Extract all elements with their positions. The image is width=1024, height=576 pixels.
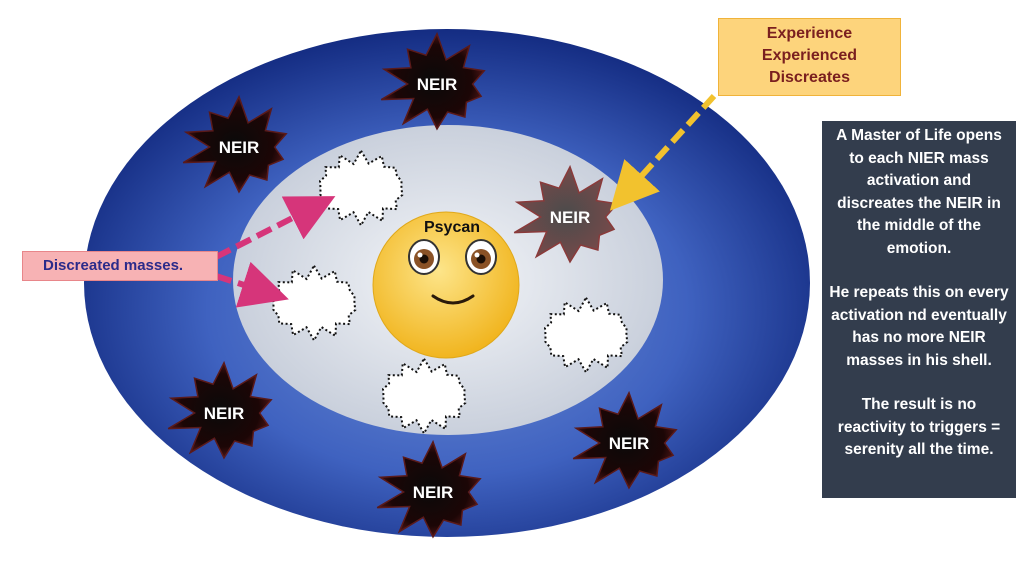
neir-label: NEIR [550, 208, 591, 227]
white-mass-upper-left [318, 148, 404, 228]
info-panel: A Master of Life opens to each NIER mass… [822, 121, 1016, 498]
experience-line: Experienced [761, 47, 858, 64]
psycan-label: Psycan [424, 219, 480, 236]
neir-burst-inner: NEIR [513, 164, 619, 264]
neir-burst-bottom: NEIR [376, 439, 482, 539]
smile-icon [431, 294, 475, 305]
neir-burst-lower-left: NEIR [167, 360, 273, 460]
neir-burst-upper-left: NEIR [182, 94, 288, 194]
experience-callout: Experience Experienced Discreates [718, 18, 901, 96]
left-eye-icon [408, 239, 440, 275]
neir-burst-top: NEIR [380, 31, 486, 131]
info-paragraph: A Master of Life opens to each NIER mass… [836, 127, 1002, 257]
white-mass-left [271, 263, 357, 343]
neir-label: NEIR [204, 404, 245, 423]
info-paragraph: The result is no reactivity to triggers … [837, 396, 1001, 458]
white-mass-right [543, 295, 629, 375]
discreated-masses-callout: Discreated masses. [22, 251, 218, 281]
pink-arrow-upper [214, 196, 336, 260]
neir-label: NEIR [417, 75, 458, 94]
neir-label: NEIR [609, 434, 650, 453]
neir-burst-lower-right: NEIR [572, 390, 678, 490]
neir-label: NEIR [413, 483, 454, 502]
white-mass-bottom [381, 356, 467, 436]
experience-line: Discreates [769, 69, 850, 86]
info-paragraph: He repeats this on every activation nd e… [829, 284, 1009, 369]
right-eye-icon [465, 239, 497, 275]
pink-arrow-lower [215, 261, 289, 308]
psycan-face: Psycan [372, 211, 520, 359]
neir-label: NEIR [219, 138, 260, 157]
experience-line: Experience [766, 25, 853, 42]
